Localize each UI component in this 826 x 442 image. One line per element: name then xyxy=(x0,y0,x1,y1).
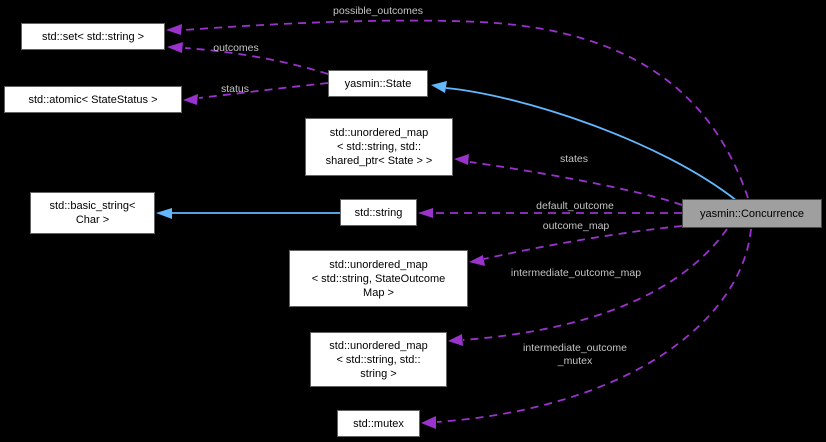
edge-outcome-map xyxy=(483,225,683,260)
edge-intermediate-outcome-mutex xyxy=(436,228,752,423)
node-basic-string[interactable]: std::basic_string< Char > xyxy=(30,192,155,234)
edge-label-default-outcome: default_outcome xyxy=(536,200,614,212)
arrowhead-possible-outcomes xyxy=(166,24,182,35)
node-std-string[interactable]: std::string xyxy=(340,199,417,226)
arrowhead-intermediate-outcome-map xyxy=(448,334,463,346)
edge-outcomes xyxy=(184,47,329,75)
arrowhead-outcome-map xyxy=(469,255,485,266)
arrowhead-status xyxy=(183,94,198,105)
arrowhead-default-outcome xyxy=(418,208,433,218)
arrowhead-outcomes xyxy=(167,42,183,53)
edge-states xyxy=(469,161,683,206)
arrowhead-intermediate-outcome-mutex xyxy=(421,416,436,429)
edge-label-intermediate-outcome-mutex: intermediate_outcome _mutex xyxy=(523,342,627,367)
arrowhead-string-basic-string xyxy=(156,208,172,219)
node-unordered-map-state-outcome[interactable]: std::unordered_map < std::string, StateO… xyxy=(289,250,468,307)
node-std-set[interactable]: std::set< std::string > xyxy=(21,23,165,50)
node-yasmin-state[interactable]: yasmin::State xyxy=(328,70,428,97)
node-unordered-map-string-string[interactable]: std::unordered_map < std::string, std:: … xyxy=(310,332,447,387)
edge-intermediate-outcome-map xyxy=(462,228,728,341)
edge-label-intermediate-outcome-map: intermediate_outcome_map xyxy=(510,267,642,279)
edge-label-outcome-map: outcome_map xyxy=(542,220,610,232)
edge-label-states: states xyxy=(559,153,589,165)
node-yasmin-concurrence: yasmin::Concurrence xyxy=(682,199,822,228)
node-std-atomic[interactable]: std::atomic< StateStatus > xyxy=(4,86,182,113)
edge-label-status: status xyxy=(220,83,250,95)
edge-status xyxy=(198,82,329,99)
edge-inheritance-state xyxy=(445,87,738,202)
node-std-mutex[interactable]: std::mutex xyxy=(337,410,420,437)
edge-label-possible-outcomes: possible_outcomes xyxy=(333,5,423,17)
edge-possible-outcomes xyxy=(183,19,749,199)
node-unordered-map-states[interactable]: std::unordered_map < std::string, std:: … xyxy=(305,118,453,176)
arrowhead-states xyxy=(454,154,469,165)
arrowhead-inheritance-state xyxy=(431,81,447,93)
edge-label-outcomes: outcomes xyxy=(213,42,259,54)
